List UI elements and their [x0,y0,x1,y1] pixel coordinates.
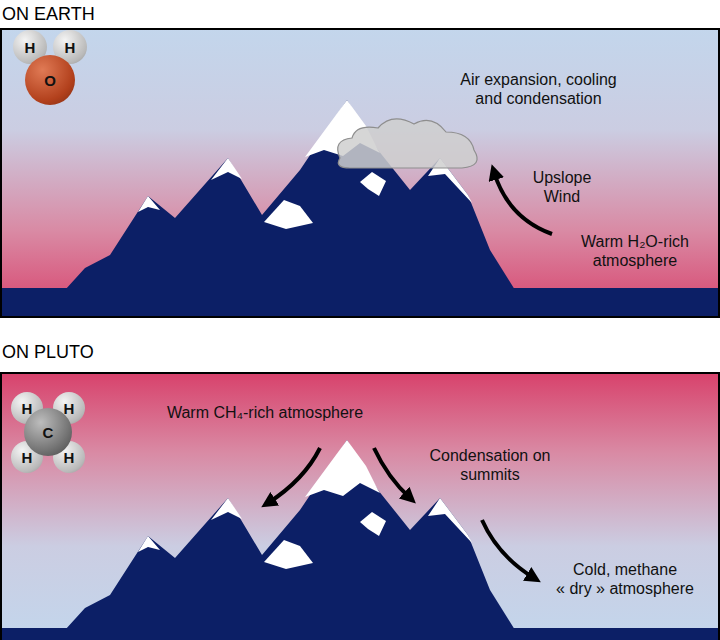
atom-symbol: H [22,401,33,416]
atom-symbol: H [64,450,75,465]
annotation-text: Cold, methane « dry » atmosphere [550,560,700,598]
atom-symbol: H [22,450,33,465]
atom-symbol: C [43,425,54,440]
annotation-text: Warm H₂O-rich atmosphere [565,232,705,270]
atom-symbol: H [64,401,75,416]
atom-circle: O [25,55,75,105]
atom-symbol: H [65,40,76,55]
scene-panel: ON EARTHHHO [0,28,720,318]
scene-panel: ON PLUTOHHCHH [0,372,720,640]
atom-symbol: O [44,73,56,88]
annotation-text: Upslope Wind [522,168,602,206]
panel-heading: ON EARTH [2,4,95,25]
panel-heading: ON PLUTO [2,342,94,363]
annotation-text: Warm CH₄-rich atmosphere [140,403,390,422]
annotation-text: Condensation on summits [415,446,565,484]
atom-circle: C [24,408,72,456]
annotation-text: Air expansion, cooling and condensation [446,70,631,108]
atom-symbol: H [25,40,36,55]
